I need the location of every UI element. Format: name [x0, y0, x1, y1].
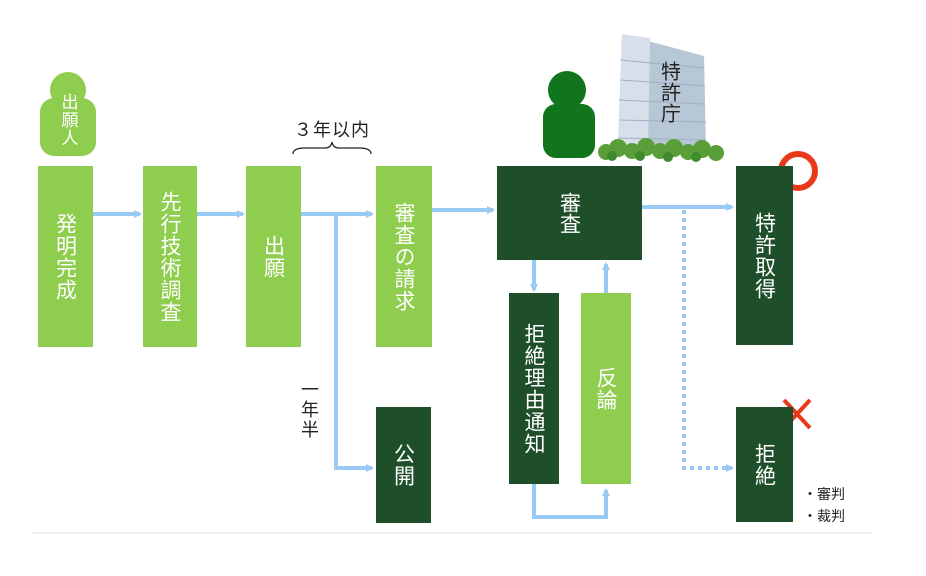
- note-appeal: ・審判: [803, 487, 845, 503]
- prior-search-box: 先行技術調査: [143, 166, 197, 347]
- grant-box: 特許取得: [736, 166, 793, 345]
- three-years-brace: [292, 141, 372, 155]
- patent-office-building-icon: [598, 34, 724, 162]
- exam-request-box: 審査の請求: [376, 166, 432, 347]
- examination-box: 審査: [497, 166, 642, 260]
- arrow-notice-to-rebuttal: [532, 484, 610, 519]
- rejection-notice-box: 拒絶理由通知: [509, 293, 559, 484]
- rejection-box: 拒絶: [736, 407, 793, 522]
- arrow-filing-to-publication: [334, 214, 374, 472]
- filing-box: 出願: [246, 166, 301, 347]
- arrow-exam-to-rejection: [682, 210, 734, 472]
- examiner-person-icon: [543, 71, 595, 158]
- invention-box: 発明完成: [38, 166, 93, 347]
- rebuttal-box: 反論: [581, 293, 631, 484]
- patent-office-label: 特許庁: [657, 60, 682, 124]
- publication-box: 公開: [376, 407, 431, 523]
- three-years-label: ３年以内: [294, 120, 370, 141]
- examination-label: 審査: [557, 192, 582, 234]
- applicant-label: 出願人: [57, 93, 78, 147]
- applicant-person-icon: [40, 72, 96, 156]
- rejection-notes: ・審判 ・裁判: [803, 484, 845, 528]
- note-court: ・裁判: [803, 509, 845, 525]
- one-half-years-label: 一年半: [298, 380, 319, 440]
